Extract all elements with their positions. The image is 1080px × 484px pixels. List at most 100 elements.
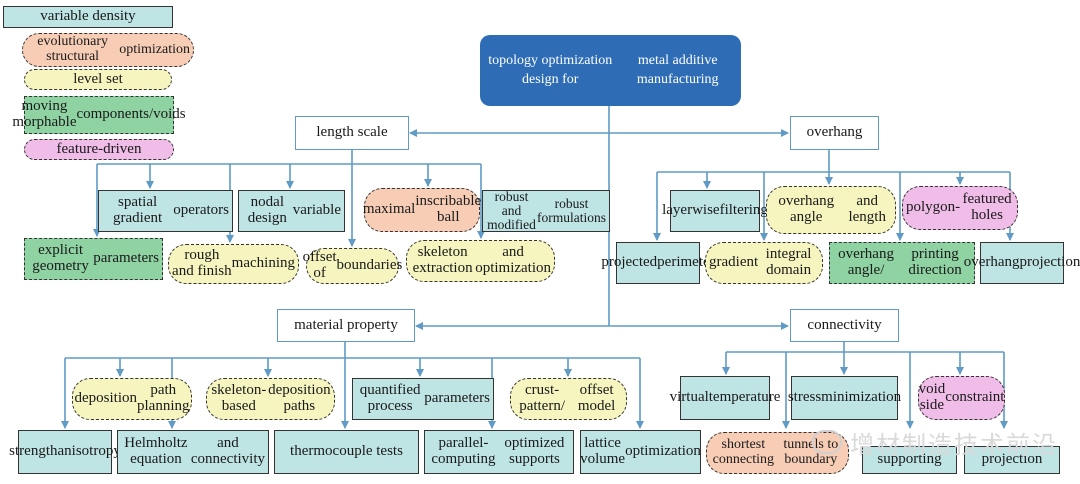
category-connectivity: connectivity bbox=[790, 309, 899, 342]
skeleton-extraction-line-2: and optimization bbox=[475, 244, 552, 276]
nodal-design-line-1: nodal design bbox=[247, 194, 287, 226]
root-line-1: topology optimization design for bbox=[488, 52, 613, 87]
offset-boundaries-line-2: boundaries bbox=[336, 257, 403, 274]
node-strength-anisotropy: strength anisotropy bbox=[9, 430, 121, 474]
nodal-design-line-2: variable bbox=[292, 202, 341, 219]
strength-anisotropy-line-2: anisotropy bbox=[57, 443, 121, 460]
offset-boundaries-line-1: offset of bbox=[302, 249, 337, 281]
node-lattice-volume-optimization: lattice volume optimization bbox=[580, 430, 701, 474]
legend-eso-line-2: optimization bbox=[119, 41, 190, 57]
spatial-gradient-line-2: operators bbox=[173, 202, 229, 219]
skeleton-based-line-1: skeleton-based bbox=[211, 382, 267, 414]
legend-evolutionary-structural-optimization: evolutionary structural optimization bbox=[22, 33, 194, 67]
node-skeleton-extraction: skeleton extraction and optimization bbox=[406, 240, 555, 282]
void-side-line-2: constraint bbox=[945, 389, 1005, 406]
angle-length-line-1: overhang angle bbox=[778, 193, 835, 225]
stress-minimization-line-1: stress bbox=[787, 389, 822, 406]
root-line-2: metal additive manufacturing bbox=[636, 52, 719, 87]
node-offset-of-boundaries: offset of boundaries bbox=[302, 248, 402, 284]
category-overhang: overhang bbox=[790, 116, 879, 150]
overhang-projection-line-2: projection bbox=[1019, 254, 1080, 271]
crust-pattern-line-1: crust-pattern/ bbox=[519, 382, 566, 414]
strength-anisotropy-line-1: strength bbox=[9, 443, 58, 460]
watermark-text: 增材制造技术前沿 bbox=[850, 430, 1058, 459]
node-projection: projection bbox=[964, 446, 1060, 474]
wechat-icon bbox=[812, 430, 842, 454]
shortest-tunnels-line-2: tunnels to boundary bbox=[783, 437, 839, 467]
spatial-gradient-line-1: spatial gradient bbox=[113, 194, 163, 226]
explicit-geometry-line-1: explicit geometry bbox=[32, 242, 89, 274]
projected-perimeter-line-1: projected bbox=[601, 254, 658, 271]
node-nodal-design-variable: nodal design variable bbox=[238, 190, 345, 232]
angle-direction-line-2: printing direction bbox=[908, 246, 962, 278]
deposition-path-line-2: path planning bbox=[137, 382, 190, 414]
angle-direction-line-1: overhang angle/ bbox=[838, 246, 894, 278]
helmholtz-line-1: Helmholtz equation bbox=[124, 435, 188, 467]
robust-line-1: robust and modified bbox=[487, 188, 536, 233]
node-spatial-gradient-operators: spatial gradient operators bbox=[98, 190, 233, 232]
node-helmholtz-equation: Helmholtz equation and connectivity bbox=[117, 430, 269, 474]
lattice-volume-line-2: optimization bbox=[625, 443, 701, 460]
node-overhang-angle-and-length: overhang angle and length bbox=[766, 186, 896, 234]
parallel-computing-line-2: optimized supports bbox=[504, 435, 565, 467]
explicit-geometry-line-2: parameters bbox=[93, 250, 159, 267]
legend-mmc-line-2: components/voids bbox=[76, 106, 186, 123]
virtual-temperature-line-2: temperature bbox=[708, 389, 781, 406]
node-parallel-computing-supports: parallel-computing optimized supports bbox=[424, 430, 574, 474]
legend-feature-driven: feature-driven bbox=[24, 139, 174, 160]
quantified-process-line-1: quantified process bbox=[359, 382, 421, 414]
void-side-line-1: void side bbox=[918, 381, 946, 413]
watermark: 增材制造技术前沿 bbox=[812, 424, 1062, 460]
node-overhang-projection: overhang projection bbox=[964, 242, 1080, 284]
node-thermocouple-tests: thermocouple tests bbox=[274, 430, 419, 474]
gradient-integral-line-2: integral domain bbox=[765, 246, 812, 278]
node-projected-perimeter: projected perimeter bbox=[601, 242, 715, 284]
node-skeleton-based-deposition-paths: skeleton-based deposition paths bbox=[206, 378, 335, 420]
node-void-side-constraint: void side constraint bbox=[918, 376, 1005, 420]
quantified-process-line-2: parameters bbox=[424, 390, 490, 407]
rough-finish-line-1: rough and finish bbox=[172, 247, 232, 279]
helmholtz-line-2: and connectivity bbox=[190, 435, 266, 467]
maximal-ball-line-2: inscribable ball bbox=[415, 193, 482, 225]
node-polygon-featured-holes: polygon- featured holes bbox=[902, 186, 1018, 230]
skeleton-extraction-line-1: skeleton extraction bbox=[412, 244, 473, 276]
robust-line-2: robust formulations bbox=[537, 195, 606, 225]
overhang-projection-line-1: overhang bbox=[963, 254, 1020, 271]
polygon-holes-line-1: polygon- bbox=[906, 199, 961, 216]
node-supporting: supporting bbox=[862, 446, 957, 474]
rough-finish-line-2: machining bbox=[231, 255, 295, 272]
root-node: topology optimization design for metal a… bbox=[480, 35, 741, 106]
node-crust-pattern-offset-model: crust-pattern/ offset model bbox=[510, 378, 627, 420]
polygon-holes-line-2: featured holes bbox=[962, 191, 1012, 223]
node-layerwise-filtering: layerwise filtering bbox=[662, 190, 768, 232]
legend-level-set: level set bbox=[24, 69, 172, 90]
lattice-volume-line-1: lattice volume bbox=[580, 435, 626, 467]
layerwise-line-2: filtering bbox=[719, 202, 768, 219]
legend-variable-density: variable density bbox=[3, 6, 173, 28]
legend-moving-morphable-components: moving morphable components/voids bbox=[12, 96, 186, 134]
maximal-ball-line-1: maximal bbox=[362, 201, 416, 218]
node-deposition-path-planning: deposition path planning bbox=[72, 378, 192, 420]
node-explicit-geometry-parameters: explicit geometry parameters bbox=[24, 238, 163, 280]
node-virtual-temperature: virtual temperature bbox=[670, 376, 780, 420]
node-overhang-angle-printing-direction: overhang angle/ printing direction bbox=[829, 242, 975, 284]
category-material-property: material property bbox=[277, 309, 415, 342]
gradient-integral-line-1: gradient bbox=[709, 254, 759, 271]
legend-eso-line-1: evolutionary structural bbox=[37, 34, 108, 64]
skeleton-based-line-2: deposition paths bbox=[268, 382, 331, 414]
deposition-path-line-1: deposition bbox=[74, 390, 138, 407]
node-robust-formulations: robust and modified robust formulations bbox=[482, 188, 610, 233]
parallel-computing-line-1: parallel-computing bbox=[431, 435, 496, 467]
layerwise-line-1: layerwise bbox=[662, 202, 720, 219]
legend-mmc-line-1: moving morphable bbox=[12, 98, 77, 130]
node-rough-and-finish-machining: rough and finish machining bbox=[168, 244, 299, 284]
shortest-tunnels-line-1: shortest connecting bbox=[712, 437, 775, 467]
stress-minimization-line-2: minimization bbox=[821, 389, 902, 406]
node-maximal-inscribable-ball: maximal inscribable ball bbox=[362, 188, 482, 232]
node-gradient-integral-domain: gradient integral domain bbox=[705, 242, 823, 284]
angle-length-line-2: and length bbox=[848, 193, 886, 225]
projected-perimeter-line-2: perimeter bbox=[657, 254, 715, 271]
crust-pattern-line-2: offset model bbox=[577, 382, 616, 414]
